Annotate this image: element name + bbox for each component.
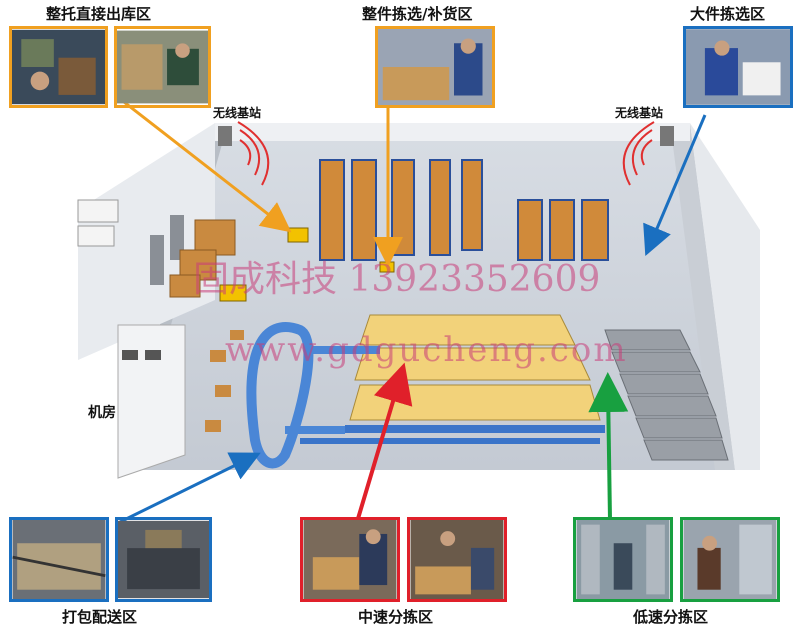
label-wireless-base-left: 无线基站	[213, 106, 262, 120]
low-speed-shelving	[604, 329, 729, 461]
photo-bulky-pick	[683, 26, 793, 108]
conveyor-loop	[246, 322, 380, 469]
wireless-signal-left	[218, 121, 270, 186]
tall-racks	[319, 159, 483, 261]
label-wireless-base-right: 无线基站	[615, 106, 664, 120]
label-low-speed-sort: 低速分拣区	[633, 608, 709, 626]
flow-racks	[300, 314, 605, 444]
photo-pack-ship-1	[9, 517, 109, 602]
packing-stations	[205, 330, 244, 432]
wireless-signal-right	[622, 121, 674, 186]
label-pallet-direct-out: 整托直接出库区	[46, 5, 152, 23]
arrow-medium-sort	[355, 362, 413, 523]
photo-case-pick	[375, 26, 495, 108]
label-bulky-pick: 大件拣选区	[690, 5, 766, 23]
machine-room	[117, 324, 186, 479]
photo-pack-ship-2	[115, 517, 212, 602]
label-machine-room: 机房	[88, 405, 116, 421]
label-medium-speed-sort: 中速分拣区	[358, 608, 434, 626]
photo-medium-sort-2	[407, 517, 507, 602]
label-case-pick-replenish: 整件拣选/补货区	[362, 5, 473, 23]
photo-pallet-out-1	[9, 26, 108, 108]
arrow-pack-ship	[119, 452, 261, 524]
photo-low-sort-2	[680, 517, 780, 602]
loading-docks	[77, 199, 184, 285]
photo-pallet-out-2	[114, 26, 211, 108]
medium-racks	[517, 199, 609, 261]
arrow-bulky-pick	[643, 114, 707, 257]
arrow-low-sort	[588, 372, 629, 521]
photo-low-sort-1	[573, 517, 673, 602]
label-pack-ship: 打包配送区	[62, 608, 138, 626]
pallet-stack	[169, 219, 236, 298]
photo-medium-sort-1	[300, 517, 400, 602]
arrow-pallet-direct-out	[114, 93, 292, 233]
forklift	[219, 227, 395, 302]
